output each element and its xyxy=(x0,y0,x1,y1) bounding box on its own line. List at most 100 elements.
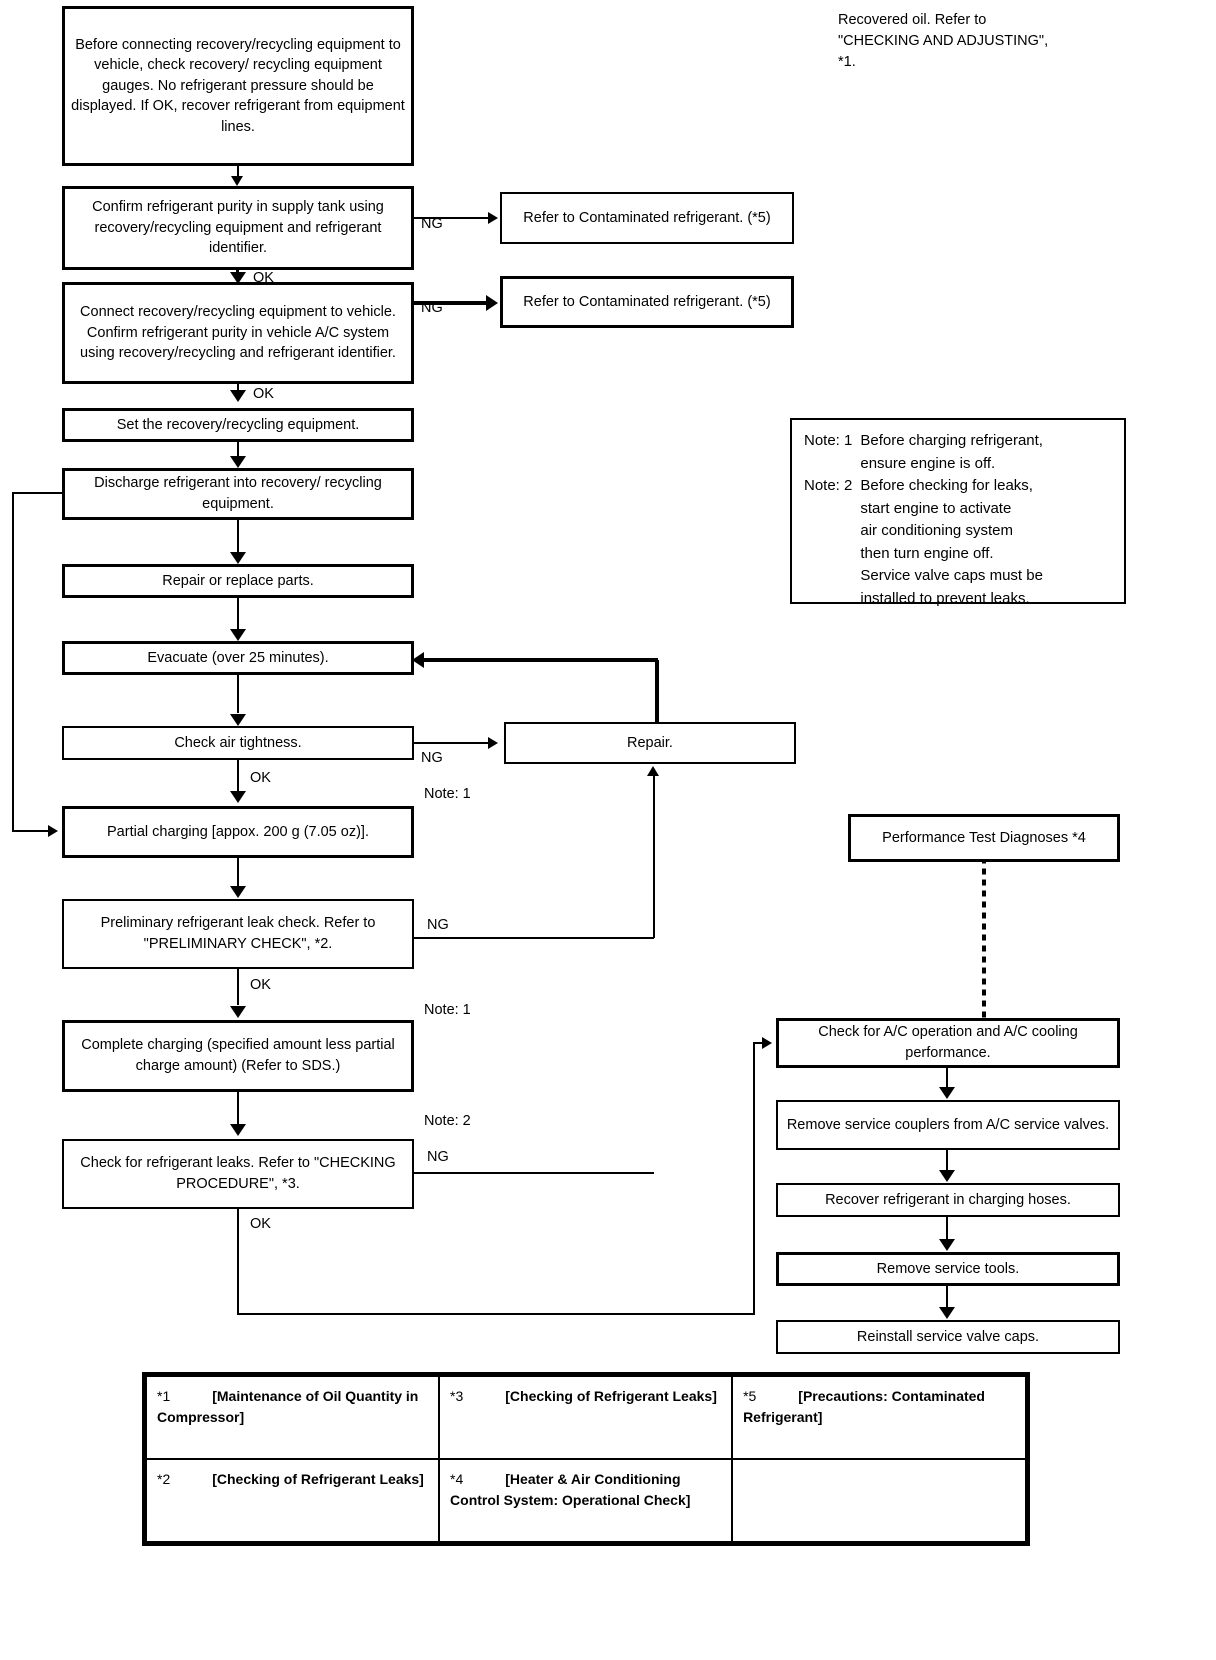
step-remove-couplers: Remove service couplers from A/C service… xyxy=(776,1100,1120,1150)
connector-ok-airtight xyxy=(237,760,239,794)
connector-precheck-confirm xyxy=(237,166,239,178)
connector-discharge-repairparts xyxy=(237,520,239,554)
edge-label-note-1-complete: Note: 1 xyxy=(424,1002,471,1018)
note-body: Before charging refrigerant, ensure engi… xyxy=(860,432,1043,472)
step-contaminated-2: Refer to Contaminated refrigerant. (*5) xyxy=(500,276,794,328)
step-check-air-tightness: Check air tightness. xyxy=(62,726,414,760)
legend-cell-2: *2 [Checking of Refrigerant Leaks] xyxy=(144,1458,441,1543)
legend-star: *4 xyxy=(450,1471,464,1487)
step-performance-test: Performance Test Diagnoses *4 xyxy=(848,814,1120,862)
legend-cell-empty xyxy=(731,1458,1027,1543)
connector-ng-2 xyxy=(414,301,490,305)
connector-partial-preliminary xyxy=(237,858,239,888)
connector-repairparts-evacuate xyxy=(237,598,239,630)
arrow-down-icon xyxy=(230,552,246,564)
edge-label-ok-preliminary: OK xyxy=(250,977,271,993)
connector-ok-preliminary xyxy=(237,969,239,1005)
step-complete-charging: Complete charging (specified amount less… xyxy=(62,1020,414,1092)
step-confirm-supply-tank: Confirm refrigerant purity in supply tan… xyxy=(62,186,414,270)
legend-table: *1[Maintenance of Oil Quantity in Compre… xyxy=(142,1372,1030,1546)
arrow-down-icon xyxy=(230,456,246,468)
note-key: Note: 2 xyxy=(804,477,853,494)
arrow-down-icon xyxy=(230,886,246,898)
arrow-down-icon xyxy=(230,791,246,803)
step-reinstall-caps: Reinstall service valve caps. xyxy=(776,1320,1120,1354)
arrow-down-icon xyxy=(230,629,246,641)
connector-repair-to-evacuate xyxy=(424,658,658,662)
arrow-right-icon xyxy=(486,295,498,311)
arrow-down-icon xyxy=(939,1087,955,1099)
connector-ac-couplers xyxy=(946,1068,948,1090)
legend-text: [Heater & Air Conditioning Control Syste… xyxy=(450,1471,691,1508)
legend-text: [Maintenance of Oil Quantity in Compress… xyxy=(157,1388,419,1425)
table-row: *2 [Checking of Refrigerant Leaks] *4[Hea… xyxy=(144,1458,1027,1543)
table-row: *1[Maintenance of Oil Quantity in Compre… xyxy=(144,1375,1027,1460)
connector-repair-up xyxy=(655,660,659,724)
legend-text: [Checking of Refrigerant Leaks] xyxy=(212,1471,424,1487)
connector-couplers-hoses xyxy=(946,1150,948,1172)
connector-discharge-loop-top xyxy=(12,492,64,494)
note-body: Before checking for leaks, start engine … xyxy=(860,477,1043,607)
step-repair: Repair. xyxy=(504,722,796,764)
step-connect-confirm-vehicle: Connect recovery/recycling equipment to … xyxy=(62,282,414,384)
connector-ng-leaks-line xyxy=(414,1172,654,1174)
note-row: Note: 2 Before checking for leaks, start… xyxy=(804,475,1112,610)
edge-label-ok-1: OK xyxy=(253,270,274,286)
legend-cell-3: *3 [Checking of Refrigerant Leaks] xyxy=(438,1375,734,1460)
arrow-down-icon xyxy=(230,1006,246,1018)
notes-panel: Note: 1 Before charging refrigerant, ens… xyxy=(790,418,1126,607)
edge-label-ng-air-tightness: NG xyxy=(421,750,443,766)
connector-ng-preliminary-line xyxy=(414,937,654,939)
connector-ng-preliminary-up xyxy=(653,776,655,938)
note-row: Note: 1 Before charging refrigerant, ens… xyxy=(804,430,1112,475)
edge-label-ng-preliminary: NG xyxy=(427,917,449,933)
arrow-right-icon xyxy=(488,212,498,224)
step-recover-in-hoses: Recover refrigerant in charging hoses. xyxy=(776,1183,1120,1217)
legend-star: *3 xyxy=(450,1388,464,1404)
edge-label-ng-1: NG xyxy=(421,216,443,232)
note-key: Note: 1 xyxy=(804,432,853,449)
connector-set-discharge xyxy=(237,442,239,460)
legend-cell-1: *1[Maintenance of Oil Quantity in Compre… xyxy=(144,1375,441,1460)
connector-ok-leaks-right xyxy=(237,1313,755,1315)
arrow-up-icon xyxy=(647,766,659,776)
connector-ng-airtight xyxy=(414,742,492,744)
connector-ok-leaks-down xyxy=(237,1209,239,1315)
connector-discharge-loop-left xyxy=(12,492,14,832)
connector-tools-caps xyxy=(946,1286,948,1308)
arrow-down-icon xyxy=(939,1307,955,1319)
legend-text: [Checking of Refrigerant Leaks] xyxy=(505,1388,717,1404)
legend-cell-5: *5[Precautions: Contaminated Refrigerant… xyxy=(731,1375,1027,1460)
arrow-left-icon xyxy=(412,652,424,668)
connector-discharge-loop-bottom xyxy=(12,830,52,832)
arrow-down-icon xyxy=(939,1170,955,1182)
connector-complete-checkleaks xyxy=(237,1092,239,1126)
connector-evacuate-airtight xyxy=(237,675,239,713)
step-precheck: Before connecting recovery/recycling equ… xyxy=(62,6,414,166)
edge-label-ok-2: OK xyxy=(253,386,274,402)
step-set-equipment: Set the recovery/recycling equipment. xyxy=(62,408,414,442)
legend-star: *2 xyxy=(157,1471,171,1487)
connector-ng-1 xyxy=(414,217,492,219)
legend-star: *5 xyxy=(743,1388,757,1404)
edge-label-note-2-leaks: Note: 2 xyxy=(424,1113,471,1129)
arrow-down-icon xyxy=(230,390,246,402)
connector-hoses-tools xyxy=(946,1217,948,1241)
edge-label-ok-leaks: OK xyxy=(250,1216,271,1232)
step-check-refrigerant-leaks: Check for refrigerant leaks. Refer to "C… xyxy=(62,1139,414,1209)
step-discharge: Discharge refrigerant into recovery/ rec… xyxy=(62,468,414,520)
connector-dotted-performance xyxy=(982,862,986,1018)
legend-text: [Precautions: Contaminated Refrigerant] xyxy=(743,1388,985,1425)
edge-label-note-1-air: Note: 1 xyxy=(424,786,471,802)
edge-label-ng-leaks: NG xyxy=(427,1149,449,1165)
step-preliminary-leak-check: Preliminary refrigerant leak check. Refe… xyxy=(62,899,414,969)
connector-ok-leaks-up xyxy=(753,1042,755,1315)
arrow-down-icon xyxy=(939,1239,955,1251)
edge-label-ok-air-tightness: OK xyxy=(250,770,271,786)
arrow-right-icon xyxy=(488,737,498,749)
arrow-right-icon xyxy=(48,825,58,837)
step-remove-tools: Remove service tools. xyxy=(776,1252,1120,1286)
arrow-down-icon xyxy=(230,1124,246,1136)
step-evacuate: Evacuate (over 25 minutes). xyxy=(62,641,414,675)
